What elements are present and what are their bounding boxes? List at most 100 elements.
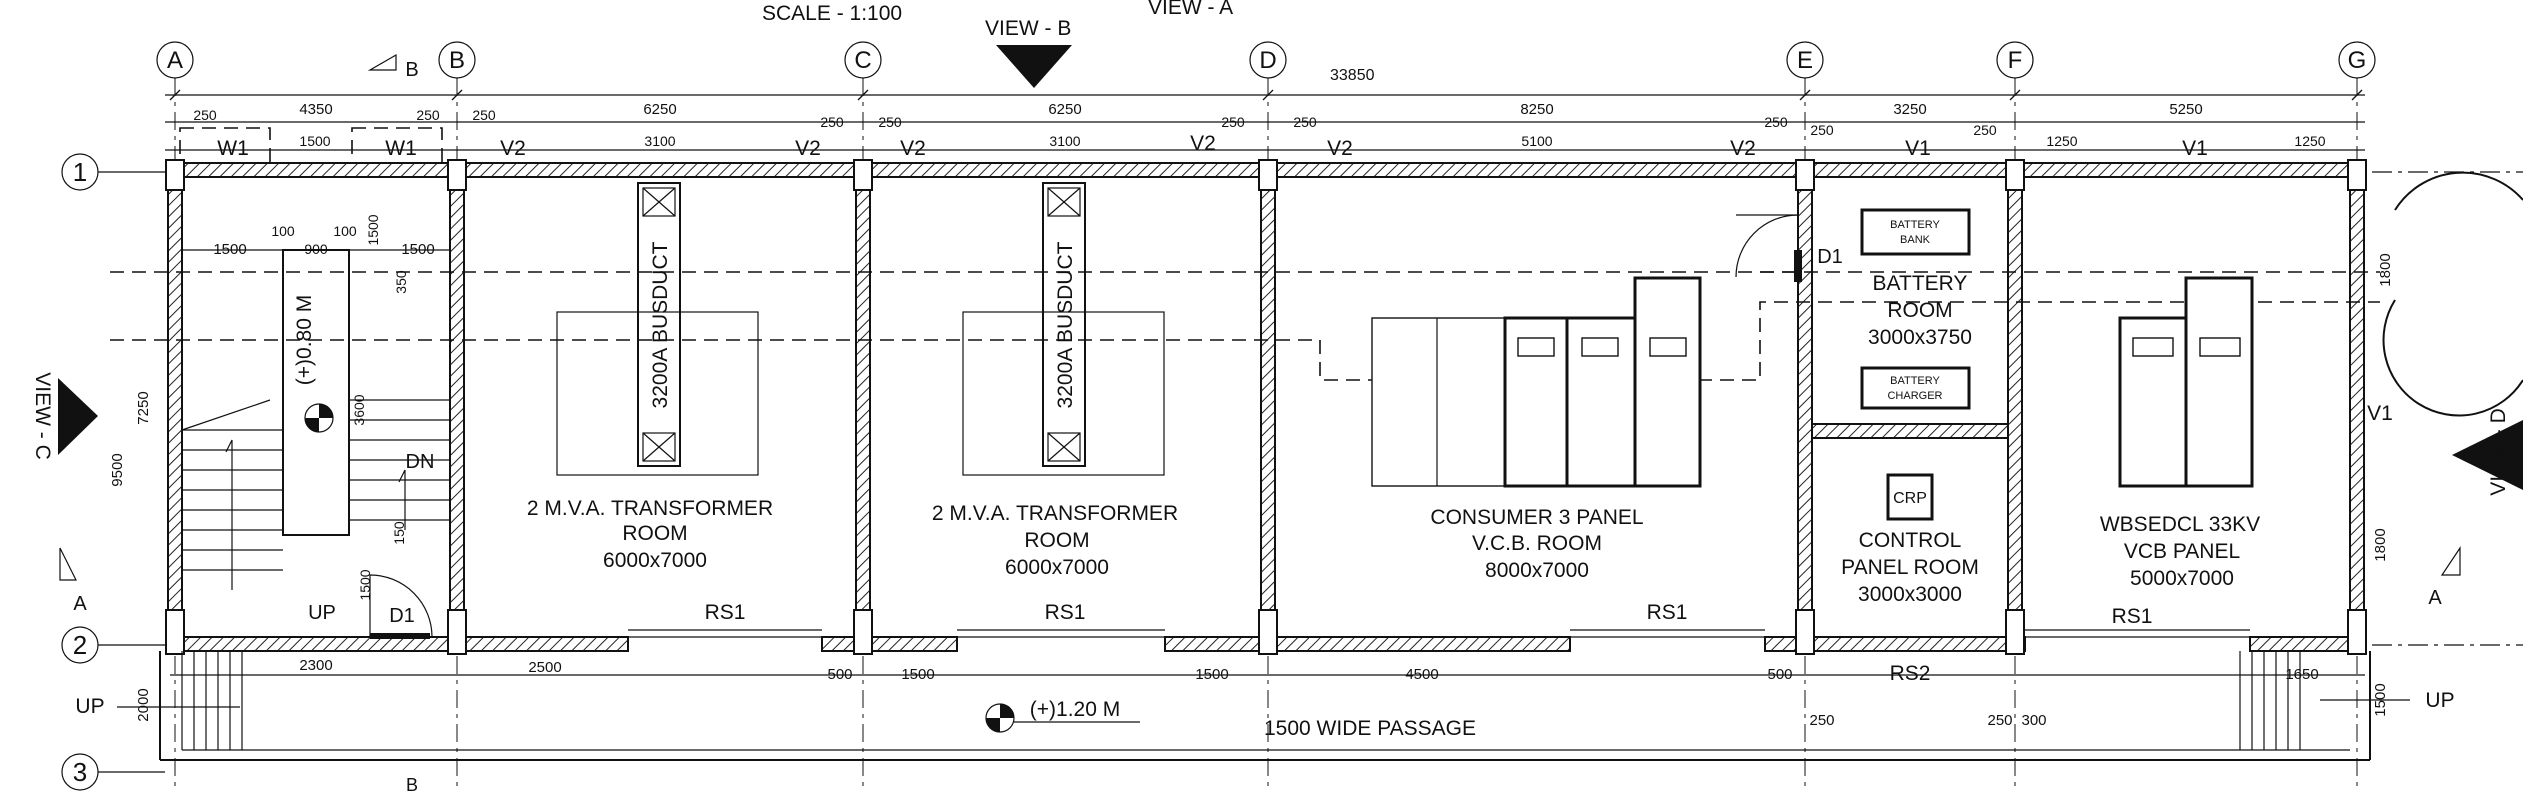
- bottom-dim-500-c: 500: [827, 666, 852, 683]
- bottom-dimensions: 2300 2500 500 1500 1500 4500 500 250 250…: [170, 657, 2365, 729]
- duct-lines: [110, 271, 2380, 381]
- stair-dim-150: 150: [391, 521, 407, 545]
- room-control-line2: PANEL ROOM: [1841, 556, 1979, 579]
- passage-level: (+)1.20 M: [1030, 698, 1120, 721]
- dim-5100-d: 5100: [1521, 133, 1552, 149]
- grid-label-c: C: [854, 47, 871, 74]
- dim-f-g: 5250: [2169, 101, 2202, 118]
- dim-1500-a: 1500: [299, 133, 330, 149]
- window-w1-b: W1: [385, 137, 417, 160]
- stair-dim-3600: 3600: [351, 394, 367, 425]
- stair-dim-100-a: 100: [271, 223, 295, 239]
- section-a-left: A: [73, 593, 87, 615]
- bottom-dim-250-f: 250: [1987, 712, 2012, 729]
- shutter-rs2: RS2: [1890, 662, 1931, 685]
- dim-250-a: 250: [193, 107, 217, 123]
- window-v2-c1: V2: [795, 137, 821, 160]
- bottom-dim-250-e: 250: [1809, 712, 1834, 729]
- section-b-bottom: B: [406, 775, 418, 791]
- grid-label-3: 3: [73, 757, 87, 787]
- battery-charger-line1: BATTERY: [1890, 375, 1940, 387]
- dim-250-d1: 250: [1221, 114, 1245, 130]
- left-dim-9500: 9500: [109, 453, 126, 486]
- room-vcb-size: 8000x7000: [1485, 559, 1589, 582]
- control-panel-room: CRP CONTROL PANEL ROOM 3000x3000: [1841, 473, 1979, 606]
- grid-label-2: 2: [73, 630, 87, 660]
- entrance-steps: [181, 651, 2350, 751]
- view-a-label: VIEW - A: [1148, 0, 1233, 19]
- grid-label-d: D: [1259, 47, 1276, 74]
- window-v1-f: V1: [2182, 137, 2208, 160]
- stair-dim-1500-v: 1500: [365, 214, 381, 245]
- dim-250-e2: 250: [1810, 122, 1834, 138]
- passage: (+)1.20 M 1500 WIDE PASSAGE B: [406, 698, 1476, 791]
- passage-up-right: UP: [2425, 689, 2454, 712]
- window-v2-e: V2: [1730, 137, 1756, 160]
- passage-label: 1500 WIDE PASSAGE: [1264, 717, 1476, 740]
- room-vcb-line1: CONSUMER 3 PANEL: [1430, 506, 1643, 529]
- battery-room: BATTERY BANK BATTERY ROOM 3000x3750 BATT…: [1860, 208, 1972, 410]
- room-wbsedcl-size: 5000x7000: [2130, 567, 2234, 590]
- battery-charger-line2: CHARGER: [1887, 390, 1942, 402]
- right-dim-1800-a: 1800: [2377, 253, 2394, 286]
- transformer-room-1: 3200A BUSDUCT 2 M.V.A. TRANSFORMER ROOM …: [527, 182, 773, 572]
- busduct-label-1: 3200A BUSDUCT: [649, 241, 672, 408]
- bottom-dim-1500-d: 1500: [1195, 666, 1228, 683]
- crp-label: CRP: [1893, 490, 1927, 507]
- dim-a-b: 4350: [299, 101, 332, 118]
- view-c-label: VIEW - C: [31, 372, 54, 460]
- room-wbsedcl-line1: WBSEDCL 33KV: [2100, 513, 2260, 536]
- window-w1-a: W1: [217, 137, 249, 160]
- top-dimensions: 4350 6250 6250 8250 3250 5250 250 250 25…: [165, 89, 2365, 151]
- view-c-arrow: [58, 378, 98, 455]
- transformer-room-2: 3200A BUSDUCT 2 M.V.A. TRANSFORMER ROOM …: [932, 182, 1178, 579]
- battery-bank-line1: BATTERY: [1890, 219, 1940, 231]
- left-side: VIEW - C 7250 9500 2000 A B UP: [31, 53, 419, 722]
- bottom-dim-1650: 1650: [2285, 666, 2318, 683]
- busduct-label-2: 3200A BUSDUCT: [1054, 241, 1077, 408]
- shutter-rs1-b: RS1: [705, 601, 746, 624]
- room-tr1-size: 6000x7000: [603, 549, 707, 572]
- bottom-dim-2500: 2500: [528, 659, 561, 676]
- window-v1-e: V1: [1905, 137, 1931, 160]
- door-d1-battery: D1: [1735, 214, 1843, 282]
- dim-3100-b: 3100: [644, 133, 675, 149]
- stair-dim-900: 900: [304, 241, 328, 257]
- window-v1-right: V1: [2367, 402, 2393, 425]
- stair-dim-350: 350: [393, 270, 409, 294]
- left-dim-2000: 2000: [135, 688, 152, 721]
- dim-250-c2: 250: [878, 114, 902, 130]
- dim-c-d: 6250: [1048, 101, 1081, 118]
- stair-dim-1500-a: 1500: [213, 241, 246, 258]
- dim-250-b1: 250: [416, 107, 440, 123]
- bottom-dim-2300: 2300: [299, 657, 332, 674]
- room-vcb-line2: V.C.B. ROOM: [1472, 532, 1602, 555]
- dim-e-f: 3250: [1893, 101, 1926, 118]
- section-a-right: A: [2428, 587, 2442, 609]
- room-tr2-size: 6000x7000: [1005, 556, 1109, 579]
- window-v2-b: V2: [500, 137, 526, 160]
- grid-label-g: G: [2348, 47, 2367, 74]
- room-battery-line2: ROOM: [1887, 299, 1952, 322]
- bottom-dim-300: 300: [2021, 712, 2046, 729]
- shutter-rs1-c: RS1: [1045, 601, 1086, 624]
- grid-label-f: F: [2008, 47, 2023, 74]
- grid-label-b: B: [449, 47, 465, 74]
- shutter-rs1-f: RS1: [2112, 605, 2153, 628]
- window-v2-d1: V2: [1190, 132, 1216, 155]
- dim-1250-f1: 1250: [2046, 133, 2077, 149]
- left-dim-7250: 7250: [135, 391, 152, 424]
- stair-up: UP: [308, 602, 336, 624]
- dim-250-d2: 250: [1293, 114, 1317, 130]
- dim-1250-f2: 1250: [2294, 133, 2325, 149]
- vcb-room: CONSUMER 3 PANEL V.C.B. ROOM 8000x7000: [1371, 276, 1702, 582]
- stair-dim-100-b: 100: [333, 223, 357, 239]
- room-control-size: 3000x3000: [1858, 583, 1962, 606]
- room-battery-size: 3000x3750: [1868, 326, 1972, 349]
- room-tr2-line2: ROOM: [1024, 529, 1089, 552]
- bottom-dim-4500: 4500: [1405, 666, 1438, 683]
- overall-dimension: 33850: [1330, 67, 1375, 84]
- wbsedcl-room: WBSEDCL 33KV VCB PANEL 5000x7000: [2100, 171, 2523, 590]
- view-b-label: VIEW - B: [985, 17, 1071, 40]
